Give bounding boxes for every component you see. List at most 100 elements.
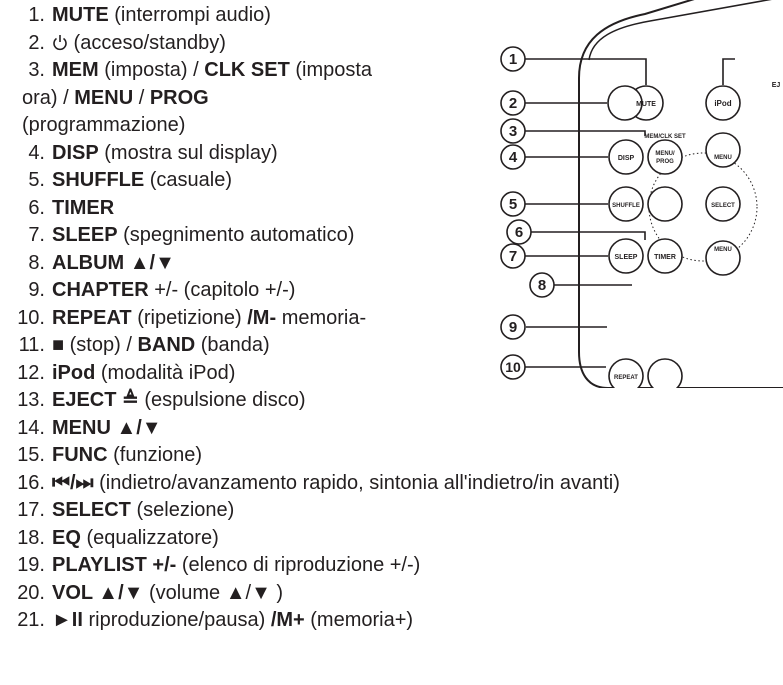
legend-keyword: CLK SET <box>204 59 290 81</box>
button-label-mem-clk-set: MEM/CLK SET <box>644 134 686 140</box>
button-label-eject-partial: EJ <box>772 82 781 89</box>
legend-item: 14. MENU ▲/▼ <box>0 415 620 443</box>
legend-item: 8. ALBUM ▲/▼ <box>0 250 620 278</box>
legend-text: memoria- <box>276 306 367 329</box>
callout-label-8: 8 <box>538 277 546 294</box>
button-label-sleep: SLEEP <box>615 254 638 261</box>
legend-text: (elenco di riproduzione +/-) <box>176 554 421 576</box>
legend-text: (imposta) / <box>98 59 205 81</box>
legend-item-number: 7. <box>28 224 45 246</box>
legend-item: (programmazione) <box>0 112 620 140</box>
legend-keyword: PROG <box>149 86 209 109</box>
legend-item: 10.REPEAT (ripetizione) /M- memoria- <box>0 305 620 333</box>
legend-item-number: 12. <box>17 361 45 384</box>
legend-item: 9.CHAPTER +/- (capitolo +/-) <box>0 277 620 305</box>
legend-item-number: 17. <box>17 499 45 521</box>
legend-text: ■ (stop) / <box>52 334 138 356</box>
legend-text: (acceso/standby) <box>68 31 226 54</box>
legend-text: (programmazione) <box>22 114 186 136</box>
callout-label-1: 1 <box>509 51 517 68</box>
legend-text: (banda) <box>195 334 270 356</box>
stop-button[interactable] <box>647 358 683 388</box>
legend-text: (volume ▲/▼ ) <box>143 581 284 604</box>
disp-button[interactable] <box>608 139 644 175</box>
legend-item: 18. EQ (equalizzatore) <box>0 525 620 553</box>
legend-keyword: /M- <box>247 306 277 329</box>
callout-circle-3 <box>500 118 526 144</box>
legend-text: (modalità iPod) <box>95 361 236 384</box>
legend-item: 6.TIMER <box>0 195 620 223</box>
legend-item-number: 11. <box>18 334 45 356</box>
remote-inner-outline <box>588 0 772 61</box>
legend-item-number: 13. <box>17 389 45 411</box>
legend-text: (mostra sul display) <box>98 141 278 164</box>
legend-item: 4. DISP (mostra sul display) <box>0 140 620 168</box>
ipod-button[interactable] <box>705 85 741 121</box>
callout-circle-2 <box>500 90 526 116</box>
legend-item-number: 3. <box>28 59 45 81</box>
callout-circle-9 <box>500 314 526 340</box>
legend-keyword: ⏮/⏭ <box>52 471 94 494</box>
timer-button[interactable] <box>647 238 683 274</box>
legend-keyword: DISP <box>52 141 99 164</box>
legend-item: 17.SELECT (selezione) <box>0 497 620 525</box>
legend-text: (imposta <box>289 59 373 81</box>
legend-item: ora) / MENU / PROG <box>0 85 620 113</box>
legend-keyword: PLAYLIST +/- <box>52 554 177 576</box>
legend-item-number: 4. <box>28 141 45 164</box>
legend-keyword: CHAPTER <box>52 279 149 301</box>
legend-item-number: 18. <box>17 526 45 549</box>
legend-item: 11.■ (stop) / BAND (banda) <box>0 332 620 360</box>
menu-up-button[interactable] <box>705 132 741 168</box>
legend-text: (equalizzatore) <box>80 526 219 549</box>
legend-item: 3.MEM (imposta) / CLK SET (imposta <box>0 57 620 85</box>
legend-keyword: MUTE <box>52 4 109 26</box>
legend-item-number: 5. <box>28 169 45 191</box>
legend-text: / <box>133 86 150 109</box>
legend-item-number: 2. <box>28 31 45 54</box>
legend-text: (espulsione disco) <box>138 389 306 411</box>
button-label-mute: MUTE <box>636 101 656 108</box>
menu-prog-button[interactable] <box>647 139 683 175</box>
legend-keyword: EQ <box>52 526 81 549</box>
legend-item: 5.SHUFFLE (casuale) <box>0 167 620 195</box>
callout-label-3: 3 <box>509 123 517 140</box>
legend-keyword: EJECT ≜ <box>52 389 139 411</box>
shuffle-button[interactable] <box>608 186 644 222</box>
legend-list: 1.MUTE (interrompi audio)2. (acceso/stan… <box>0 2 620 635</box>
legend-item-number: 19. <box>17 554 45 576</box>
repeat-button[interactable] <box>608 358 644 388</box>
callout-label-4: 4 <box>509 149 518 166</box>
legend-item: 1.MUTE (interrompi audio) <box>0 2 620 30</box>
legend-text: riproduzione/pausa) <box>82 609 271 631</box>
legend-item-number: 10. <box>17 306 45 329</box>
legend-item-number: 1. <box>28 4 45 26</box>
button-label-disp: DISP <box>618 155 635 162</box>
menu-down-button[interactable] <box>705 240 741 276</box>
legend-keyword: TIMER <box>52 196 115 219</box>
select-button[interactable] <box>705 186 741 222</box>
legend-item-number: 21. <box>17 609 45 631</box>
sleep-button[interactable] <box>608 238 644 274</box>
legend-keyword: ►II <box>52 609 83 631</box>
prev-button[interactable] <box>647 186 683 222</box>
legend-item: 21.►II riproduzione/pausa) /M+ (memoria+… <box>0 607 620 635</box>
legend-text: (spegnimento automatico) <box>117 224 355 246</box>
legend-keyword: SELECT <box>52 499 131 521</box>
legend-keyword: VOL ▲/▼ <box>52 581 144 604</box>
legend-item-number: 8. <box>28 251 45 274</box>
callout-label-5: 5 <box>509 196 517 213</box>
callout-label-7: 7 <box>509 248 517 265</box>
callout-circle-1 <box>500 46 526 72</box>
callout-circle-5 <box>500 191 526 217</box>
legend-item-number: 15. <box>17 444 45 466</box>
callout-label-9: 9 <box>509 319 517 336</box>
legend-keyword: MENU ▲/▼ <box>52 416 162 439</box>
legend-keyword: MENU <box>74 86 134 109</box>
button-label-menu-down: MENU <box>714 247 732 253</box>
power-button[interactable] <box>607 85 643 121</box>
legend-text: +/- (capitolo +/-) <box>148 279 296 301</box>
legend-item-number: 14. <box>17 416 45 439</box>
legend-keyword: ALBUM ▲/▼ <box>52 251 175 274</box>
